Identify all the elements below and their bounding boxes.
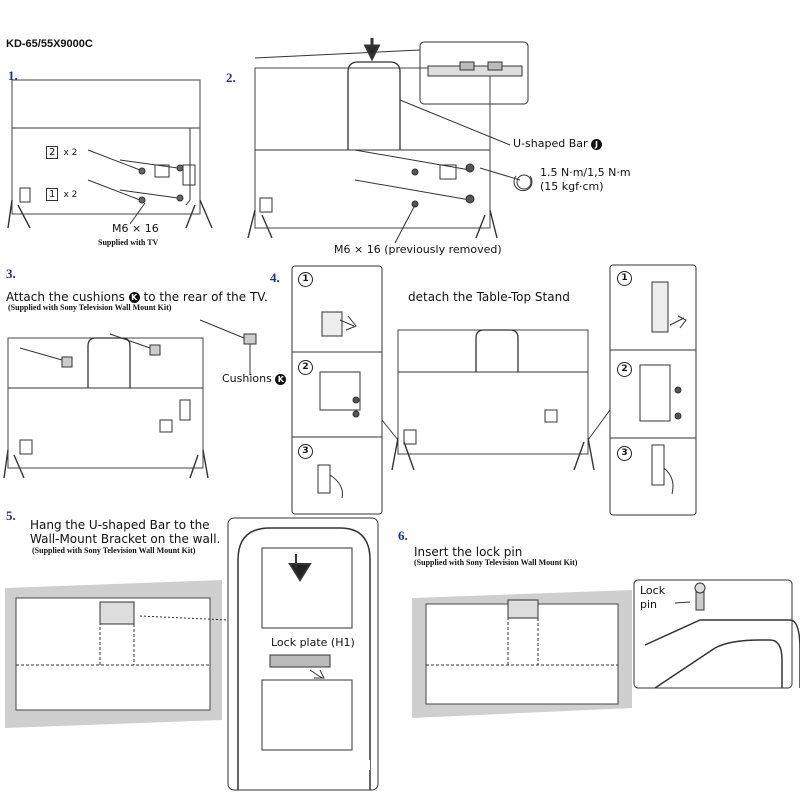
- step5-number: 5.: [6, 508, 16, 523]
- model-name: KD-65/55X9000C: [6, 38, 93, 50]
- step5-lock-plate-label: Lock plate (H1): [271, 636, 355, 649]
- part-id-j-icon: J: [591, 138, 603, 150]
- step5-drawing: [5, 517, 379, 791]
- step5-instruction-line2: Wall-Mount Bracket on the wall.: [30, 532, 221, 546]
- step1-screw-label: M6 × 16: [112, 222, 159, 235]
- step6-lock-label-line1: Lock: [640, 584, 666, 597]
- step6-drawing: [412, 579, 800, 718]
- step1-badge-1: 1 x 2: [46, 182, 77, 201]
- step2-ubar-label: U-shaped Bar J: [513, 137, 603, 150]
- part-id-k-icon: K: [128, 292, 140, 303]
- step4-number: 4.: [270, 270, 280, 285]
- step6-number: 6.: [398, 528, 408, 543]
- step3-cushions-label: Cushions K: [222, 372, 287, 385]
- step6-instruction: Insert the lock pin: [414, 545, 523, 559]
- step5-supplied-note: (Supplied with Sony Television Wall Moun…: [32, 546, 196, 555]
- step1-badge-2: 2 x 2: [46, 140, 77, 159]
- step3-supplied-note: (Supplied with Sony Television Wall Moun…: [8, 303, 172, 312]
- step2-tv-drawing: [247, 38, 533, 244]
- step2-screw-label: M6 × 16 (previously removed): [334, 243, 502, 256]
- step4-right-substep-1: 1: [617, 271, 632, 286]
- step4-left-substep-3: 3: [298, 444, 313, 459]
- step4-left-substep-1: 1: [298, 272, 313, 287]
- step1-supplied-note: Supplied with TV: [98, 238, 159, 247]
- step4-right-substep-2: 2: [617, 362, 632, 377]
- step2-torque-line1: 1.5 N·m/1,5 N·m: [540, 166, 631, 179]
- step3-tv-drawing: [3, 319, 257, 479]
- step5-instruction-line1: Hang the U-shaped Bar to the: [30, 518, 210, 532]
- step4-drawing: [291, 264, 697, 516]
- step2-number: 2.: [226, 70, 236, 85]
- step3-instruction: Attach the cushions K to the rear of the…: [6, 290, 268, 304]
- step2-torque-line2: (15 kgf·cm): [540, 180, 604, 193]
- step6-supplied-note: (Supplied with Sony Television Wall Moun…: [414, 558, 578, 567]
- step3-number: 3.: [6, 266, 16, 281]
- step4-instruction: detach the Table-Top Stand: [408, 290, 570, 304]
- step4-right-substep-3: 3: [617, 446, 632, 461]
- step1-number: 1.: [8, 68, 18, 83]
- part-id-k-icon: K: [275, 373, 287, 385]
- step6-lock-label-line2: pin: [640, 598, 658, 611]
- step1-tv-drawing: [7, 79, 213, 229]
- step4-left-substep-2: 2: [298, 360, 313, 375]
